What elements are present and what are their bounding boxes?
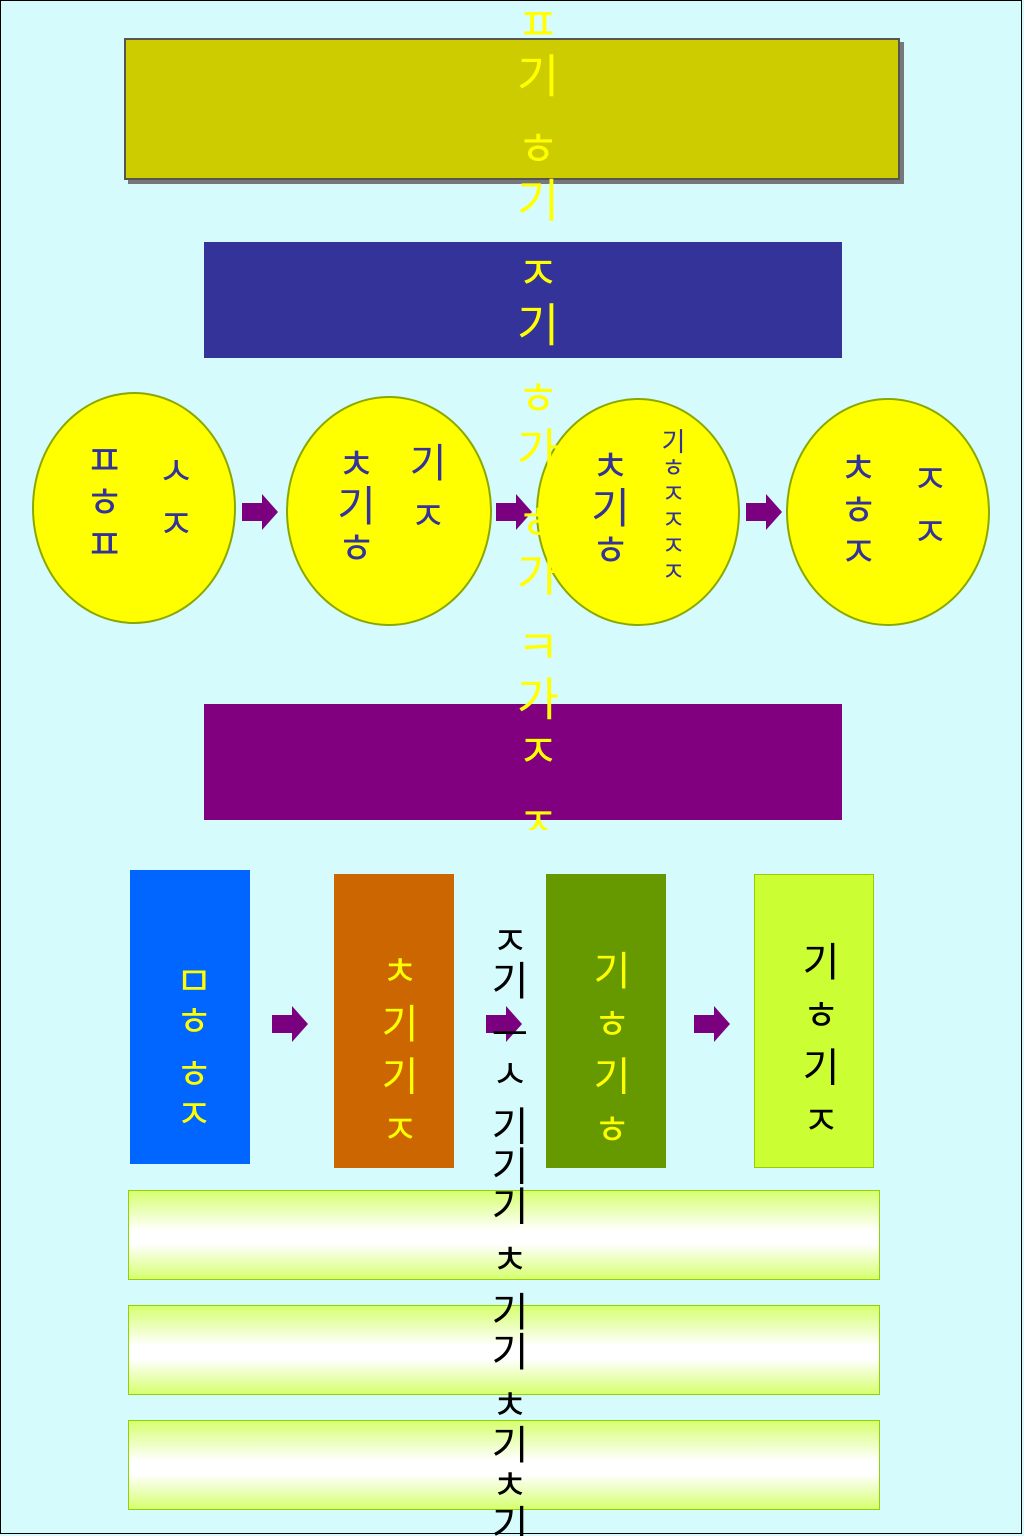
stage-ellipse-2: ㅊ기ㅎ 기 ㅈ <box>286 396 492 626</box>
purple-band <box>204 704 842 820</box>
arrow-right-icon <box>242 494 278 530</box>
ellipse-3-line1: ㅊ기ㅎ <box>583 444 632 570</box>
ellipse-1-line1: ㅍㅎㅍ <box>77 438 126 564</box>
arrow-right-icon <box>496 494 532 530</box>
step-box-4-label: 기 ㅎ 기 ㅈ <box>794 941 840 1140</box>
title-box <box>124 38 900 180</box>
ellipse-3-line2: 기ㅎㅈㅈㅈㅈ <box>656 428 686 584</box>
arrow-right-icon <box>272 1006 308 1042</box>
stage-ellipse-4: ㅊㅎㅈ ㅈ ㅈ <box>786 398 990 626</box>
content-bar-3 <box>128 1420 880 1510</box>
overlay-vertical-text-yellow: ㅍ기 ㅎ기 ㅈ기 ㅎ가 ㅎ가 ㅋ가ㅈ ㅈ기ㅈ가 ㅍ가 ㅊ가 <box>512 0 558 830</box>
step-box-1: ㅁㅎ ㅎㅈ <box>130 870 250 1164</box>
step-box-3: 기 ㅎ 기 ㅎ <box>546 874 666 1168</box>
step-box-4: 기 ㅎ 기 ㅈ <box>754 874 874 1168</box>
stage-ellipse-3: ㅊ기ㅎ 기ㅎㅈㅈㅈㅈ <box>536 398 740 626</box>
step-box-3-label: 기 ㅎ 기 ㅎ <box>585 950 631 1149</box>
content-bar-2 <box>128 1305 880 1395</box>
ellipse-4-line2: ㅈ ㅈ <box>903 458 949 551</box>
step-box-2-label: ㅊ 기 기 ㅈ <box>373 950 419 1149</box>
blue-band <box>204 242 842 358</box>
ellipse-4-line1: ㅊㅎㅈ <box>831 446 880 572</box>
content-bar-1 <box>128 1190 880 1280</box>
arrow-right-icon <box>694 1006 730 1042</box>
ellipse-1-line2: ㅅ ㅈ <box>149 450 195 543</box>
step-box-2: ㅊ 기 기 ㅈ <box>334 874 454 1168</box>
overlay-vertical-text-black: ㅈ기 ㅡㅅ 기기기 ㅊ 기기 ㅊ기ㅊ기 ㅊ기 <box>486 920 526 1536</box>
ellipse-2-line2: 기 ㅈ <box>401 442 447 535</box>
stage-ellipse-1: ㅍㅎㅍ ㅅ ㅈ <box>32 392 236 624</box>
arrow-right-icon <box>486 1006 522 1042</box>
arrow-right-icon <box>746 494 782 530</box>
ellipse-2-line1: ㅊ기ㅎ <box>329 442 378 568</box>
step-box-1-label: ㅁㅎ ㅎㅈ <box>167 960 213 1133</box>
